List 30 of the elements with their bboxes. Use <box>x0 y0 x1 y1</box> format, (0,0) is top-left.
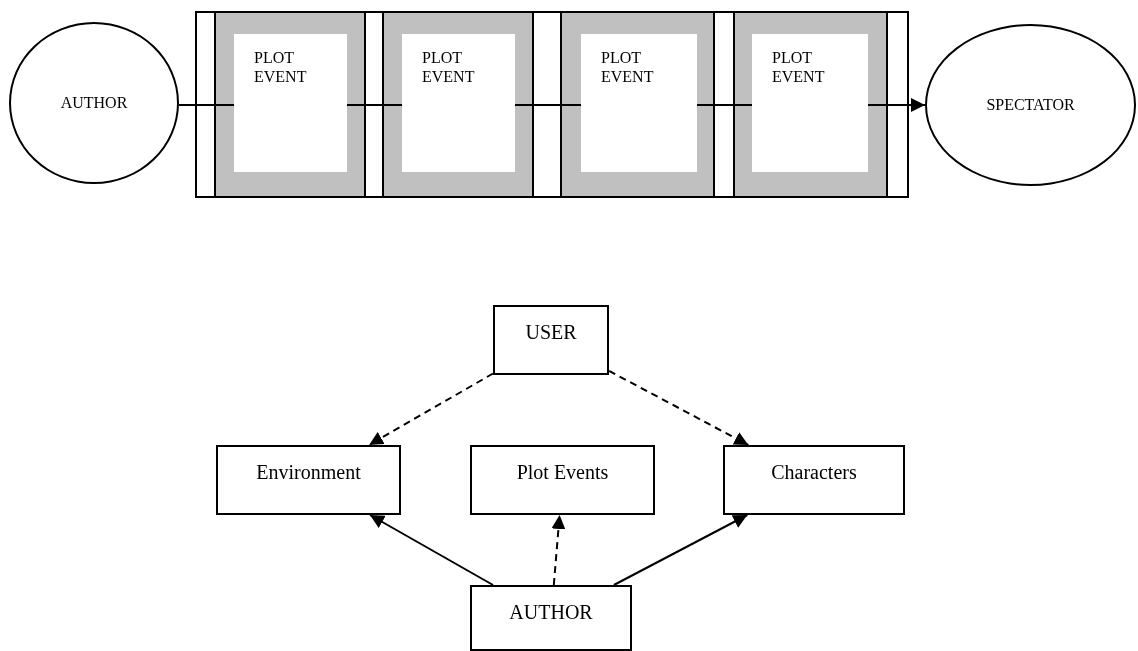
arrow <box>612 514 749 586</box>
node-label: PLOT EVENT <box>422 49 475 85</box>
connector-line <box>514 104 582 106</box>
plot-event-frame <box>234 34 347 172</box>
arrow <box>369 514 494 586</box>
connector-line <box>346 104 403 106</box>
node-label: Plot Events <box>516 461 609 485</box>
node-label: AUTHOR <box>60 94 128 112</box>
arrow <box>368 372 494 446</box>
node-label: PLOT EVENT <box>601 49 654 85</box>
node-label: AUTHOR <box>509 601 593 625</box>
environment-box <box>216 445 401 515</box>
characters-box <box>723 445 905 515</box>
arrow <box>608 369 750 446</box>
plot-event-frame <box>752 34 868 172</box>
connector-line <box>696 104 753 106</box>
user-box <box>493 305 609 375</box>
node-label: PLOT EVENT <box>772 49 825 85</box>
node-label: PLOT EVENT <box>254 49 307 85</box>
plot-event-frame <box>402 34 515 172</box>
plot-events-box <box>470 445 655 515</box>
node-label: Environment <box>256 461 361 485</box>
connector-line <box>178 104 235 106</box>
node-label: Characters <box>771 461 857 485</box>
plot-event-frame <box>581 34 697 172</box>
arrow <box>551 514 566 586</box>
arrow <box>867 98 926 112</box>
node-label: SPECTATOR <box>986 96 1075 114</box>
author-box <box>470 585 632 651</box>
node-label: USER <box>525 321 577 345</box>
